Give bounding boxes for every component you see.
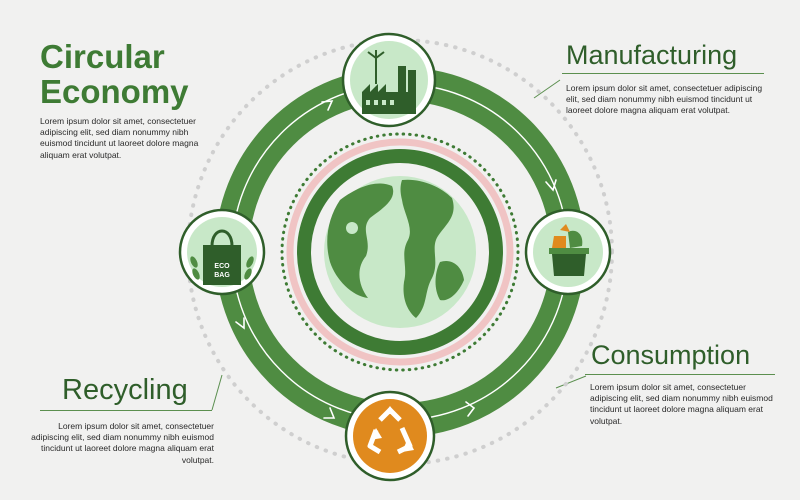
arrow-right-top	[545, 179, 557, 192]
page-title: Circular Economy	[40, 40, 189, 108]
factory-icon	[362, 50, 416, 114]
eco-bag-label-2: BAG	[214, 272, 230, 279]
recycling-text: Lorem ipsum dolor sit amet, consectetuer…	[31, 421, 214, 465]
manufacturing-title: Manufacturing	[566, 40, 738, 70]
title-line-1: Circular	[40, 38, 165, 75]
eco-bag-icon: ECO BAG	[190, 229, 254, 285]
inner-dotted-ring	[280, 132, 520, 372]
arrow-bottom-left	[323, 407, 336, 419]
green-inner-ring	[297, 149, 503, 355]
consumption-node	[524, 208, 612, 296]
eco-bag-label-1: ECO	[214, 263, 230, 270]
arrow-left-top	[321, 100, 334, 111]
manufacturing-node	[341, 32, 437, 128]
recycle-icon	[367, 406, 414, 455]
intro-text: Lorem ipsum dolor sit amet, consectetuer…	[40, 116, 199, 160]
manufacturing-connector	[533, 79, 561, 99]
recycling-title: Recycling	[62, 374, 188, 406]
consumption-connector	[555, 375, 587, 389]
pink-ring	[286, 138, 514, 366]
manufacturing-rule	[562, 73, 764, 74]
cycle-arrows	[235, 100, 557, 419]
consumption-rule	[585, 374, 775, 375]
trash-bin-icon	[549, 224, 589, 276]
globe-icon	[324, 176, 476, 328]
recycling-connector	[211, 374, 223, 411]
eco-bag-node: ECO BAG	[178, 208, 266, 296]
consumption-text: Lorem ipsum dolor sit amet, consectetuer…	[590, 382, 773, 426]
recycling-rule	[40, 410, 212, 411]
consumption-title: Consumption	[591, 340, 751, 370]
arrow-left-bottom	[235, 317, 245, 330]
arrow-bottom-right	[465, 401, 476, 417]
recycling-node	[344, 390, 436, 482]
title-line-2: Economy	[40, 73, 189, 110]
manufacturing-text: Lorem ipsum dolor sit amet, consectetuer…	[566, 83, 763, 116]
